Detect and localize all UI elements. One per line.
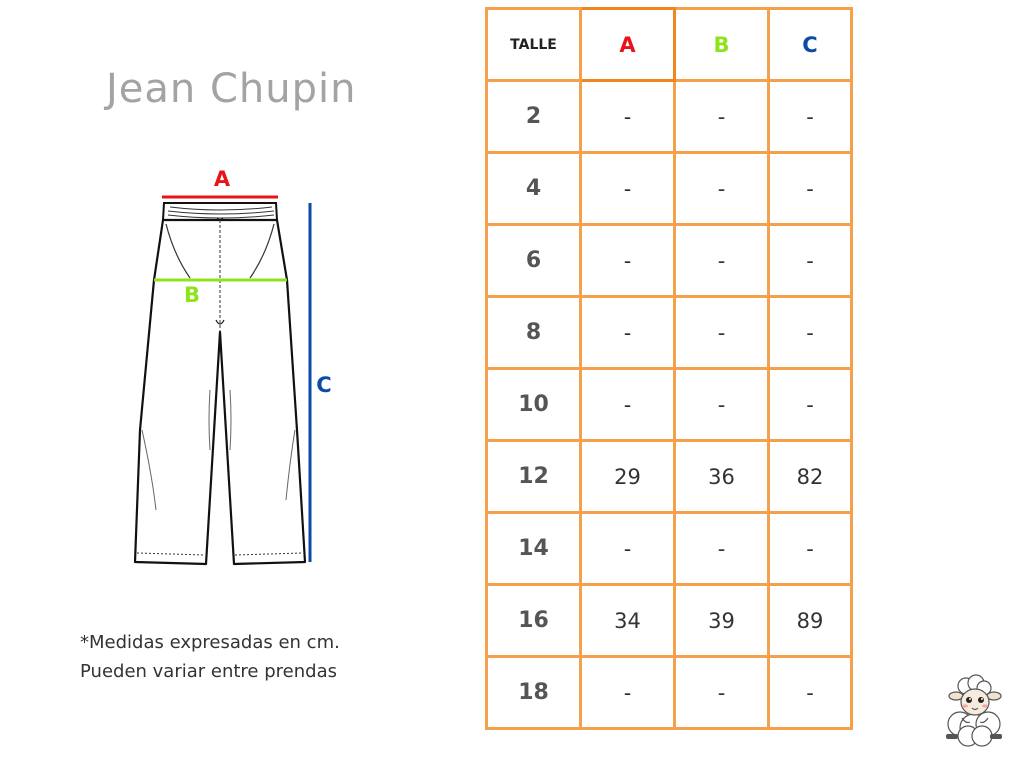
value-c-cell: - bbox=[767, 151, 853, 226]
value-b-cell: - bbox=[673, 295, 770, 370]
header-b: B bbox=[673, 7, 770, 82]
value-c-cell: - bbox=[767, 655, 853, 730]
value-a-cell: - bbox=[579, 367, 676, 442]
value-c-cell: - bbox=[767, 223, 853, 298]
value-a-cell: - bbox=[579, 151, 676, 226]
table-row: 6 - - - bbox=[485, 223, 853, 298]
value-c-cell: 89 bbox=[767, 583, 853, 658]
measure-b-label: B bbox=[184, 283, 200, 307]
value-a-cell: - bbox=[579, 223, 676, 298]
measurement-note: *Medidas expresadas en cm. Pueden variar… bbox=[80, 628, 340, 686]
page-title: Jean Chupin bbox=[106, 66, 357, 112]
value-c-cell: - bbox=[767, 511, 853, 586]
size-cell: 16 bbox=[485, 583, 582, 658]
value-b-cell: - bbox=[673, 511, 770, 586]
value-a-cell: 29 bbox=[579, 439, 676, 514]
value-b-cell: - bbox=[673, 151, 770, 226]
size-cell: 10 bbox=[485, 367, 582, 442]
size-cell: 14 bbox=[485, 511, 582, 586]
value-b-cell: - bbox=[673, 79, 770, 154]
value-c-cell: - bbox=[767, 79, 853, 154]
table-header-row: TALLE A B C bbox=[485, 7, 853, 82]
note-line-1: *Medidas expresadas en cm. bbox=[80, 632, 340, 653]
value-a-cell: 34 bbox=[579, 583, 676, 658]
size-cell: 6 bbox=[485, 223, 582, 298]
header-a: A bbox=[579, 7, 676, 82]
pants-icon: A B C bbox=[133, 167, 332, 566]
value-a-cell: - bbox=[579, 655, 676, 730]
value-c-cell: - bbox=[767, 367, 853, 442]
size-cell: 2 bbox=[485, 79, 582, 154]
value-a-cell: - bbox=[579, 511, 676, 586]
value-c-cell: - bbox=[767, 295, 853, 370]
value-b-cell: - bbox=[673, 655, 770, 730]
header-c: C bbox=[767, 7, 853, 82]
value-a-cell: - bbox=[579, 79, 676, 154]
measure-c-label: C bbox=[316, 373, 331, 397]
size-cell: 8 bbox=[485, 295, 582, 370]
table-row: 12 29 36 82 bbox=[485, 439, 853, 514]
value-a-cell: - bbox=[579, 295, 676, 370]
table-row: 10 - - - bbox=[485, 367, 853, 442]
header-talle: TALLE bbox=[485, 7, 582, 82]
value-b-cell: - bbox=[673, 223, 770, 298]
size-cell: 12 bbox=[485, 439, 582, 514]
table-row: 14 - - - bbox=[485, 511, 853, 586]
size-cell: 18 bbox=[485, 655, 582, 730]
sheep-icon bbox=[938, 672, 1010, 748]
size-cell: 4 bbox=[485, 151, 582, 226]
table-row: 4 - - - bbox=[485, 151, 853, 226]
table-row: 2 - - - bbox=[485, 79, 853, 154]
table-row: 18 - - - bbox=[485, 655, 853, 730]
note-line-2: Pueden variar entre prendas bbox=[80, 661, 337, 682]
table-row: 16 34 39 89 bbox=[485, 583, 853, 658]
pants-diagram: A B C bbox=[110, 160, 360, 580]
value-c-cell: 82 bbox=[767, 439, 853, 514]
measure-a-label: A bbox=[214, 167, 231, 191]
size-table: TALLE A B C 2 - - - 4 - - - 6 - - - 8 - … bbox=[485, 7, 853, 730]
table-row: 8 - - - bbox=[485, 295, 853, 370]
value-b-cell: 36 bbox=[673, 439, 770, 514]
value-b-cell: - bbox=[673, 367, 770, 442]
value-b-cell: 39 bbox=[673, 583, 770, 658]
